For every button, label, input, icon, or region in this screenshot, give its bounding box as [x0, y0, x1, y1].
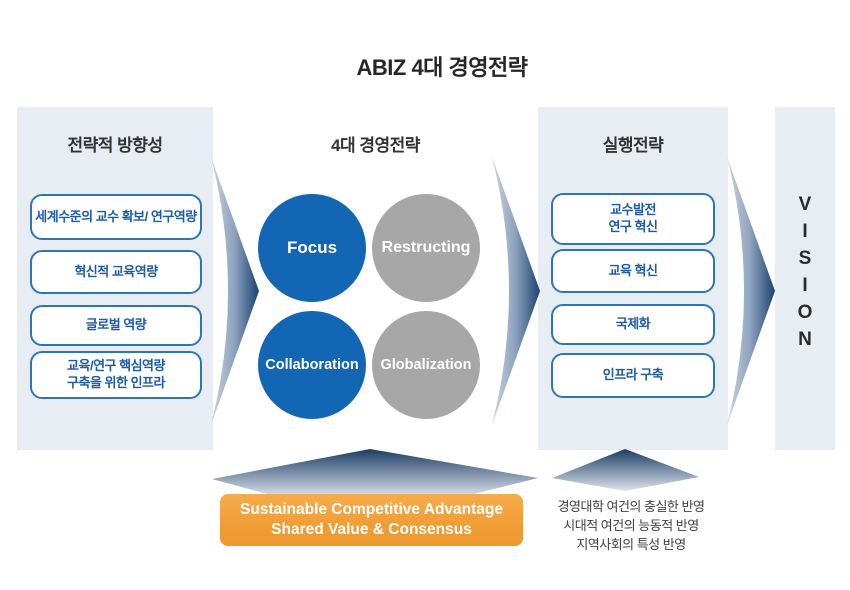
arrow-up-icon — [552, 449, 699, 491]
list-item: 인프라 구축 — [551, 353, 715, 398]
vision-label: V I S I O N — [775, 191, 835, 353]
foundation-banner: Sustainable Competitive Advantage Shared… — [220, 494, 523, 546]
vision-letter: I — [802, 221, 808, 242]
list-item: 글로벌 역량 — [30, 305, 202, 346]
strategic-direction-header: 전략적 방향성 — [67, 136, 163, 155]
restructing-circle: Restructing — [372, 194, 480, 302]
note-line: 시대적 여건의 능동적 반영 — [563, 517, 699, 533]
vision-letter: V — [798, 194, 812, 215]
page-title: ABIZ 4대 경영전략 — [356, 55, 529, 80]
list-item: 교육 혁신 — [551, 249, 715, 293]
four-strategies-header: 4대 경영전략 — [331, 136, 420, 155]
banner-line: Sustainable Competitive Advantage — [240, 501, 503, 519]
globalization-circle: Globalization — [372, 311, 480, 419]
vision-letter: N — [798, 329, 812, 350]
vision-letter: S — [798, 248, 812, 269]
banner-line: Shared Value & Consensus — [271, 521, 472, 538]
vision-letter: I — [802, 275, 808, 296]
vision-panel: V I S I O N — [775, 107, 835, 450]
collaboration-circle: Collaboration — [258, 311, 366, 419]
list-item: 국제화 — [551, 304, 715, 345]
list-item: 혁신적 교육역량 — [30, 250, 202, 294]
execution-strategy-panel: 실행전략 교수발전 연구 혁신 교육 혁신 국제화 인프라 구축 — [538, 107, 728, 450]
list-item: 세계수준의 교수 확보/ 연구역량 — [30, 194, 202, 240]
vision-letter: O — [797, 302, 813, 323]
focus-circle: Focus — [258, 194, 366, 302]
arrow-right-icon — [211, 157, 259, 425]
strategic-direction-panel: 전략적 방향성 세계수준의 교수 확보/ 연구역량 혁신적 교육역량 글로벌 역… — [17, 107, 213, 450]
arrow-up-icon — [212, 449, 538, 497]
list-item: 교수발전 연구 혁신 — [551, 193, 715, 245]
arrow-right-icon — [492, 157, 540, 425]
list-item: 교육/연구 핵심역량 구축을 위한 인프라 — [30, 351, 202, 399]
arrow-right-icon — [727, 157, 775, 425]
note-line: 경영대학 여건의 충실한 반영 — [557, 499, 705, 514]
context-notes: 경영대학 여건의 충실한 반영 시대적 여건의 능동적 반영 지역사회의 특성 … — [548, 498, 714, 555]
execution-strategy-header: 실행전략 — [602, 136, 664, 155]
note-line: 지역사회의 특성 반영 — [576, 536, 686, 552]
